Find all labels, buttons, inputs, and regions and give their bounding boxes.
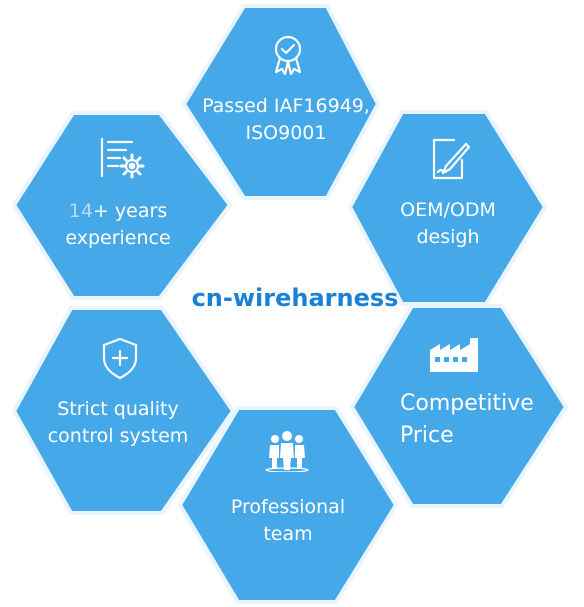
hexagon-quality [12, 306, 235, 515]
label-price-line1: Competitive [400, 391, 534, 416]
label-team-line2: team [263, 523, 313, 545]
label-team-line1: Professional [230, 496, 346, 518]
document-pen-icon [432, 138, 471, 180]
label-experience-line1: 14+ years [18, 198, 218, 225]
label-certification: Passed IAF16949, ISO9001 [186, 93, 386, 147]
label-team: Professional team [188, 494, 388, 548]
label-quality-line2: control system [47, 425, 189, 447]
label-experience-line2: experience [65, 227, 171, 249]
team-people-icon [265, 431, 309, 472]
label-quality: Strict quality control system [18, 396, 218, 450]
label-price-line2: Price [400, 423, 454, 448]
label-oem: OEM/ODM desigh [348, 197, 548, 251]
label-certification-line2: ISO9001 [245, 122, 327, 144]
experience-suffix: + years [92, 200, 168, 222]
hexagon-team [178, 406, 398, 604]
experience-number: 14 [68, 200, 93, 222]
label-oem-line2: desigh [416, 226, 480, 248]
list-gear-icon [100, 137, 145, 179]
shield-plus-icon [102, 337, 138, 380]
factory-icon [430, 338, 478, 372]
ribbon-badge-icon [274, 35, 302, 76]
center-title: cn-wireharness [191, 284, 399, 312]
label-experience: 14+ years experience [18, 198, 218, 252]
label-oem-line1: OEM/ODM [400, 199, 496, 221]
hexagon-price [350, 304, 568, 508]
label-quality-line1: Strict quality [57, 398, 179, 420]
label-price: Competitive Price [356, 388, 560, 452]
hexagon-experience [12, 111, 232, 300]
hexagon-certification [182, 4, 380, 200]
label-certification-line1: Passed IAF16949, [202, 95, 370, 117]
